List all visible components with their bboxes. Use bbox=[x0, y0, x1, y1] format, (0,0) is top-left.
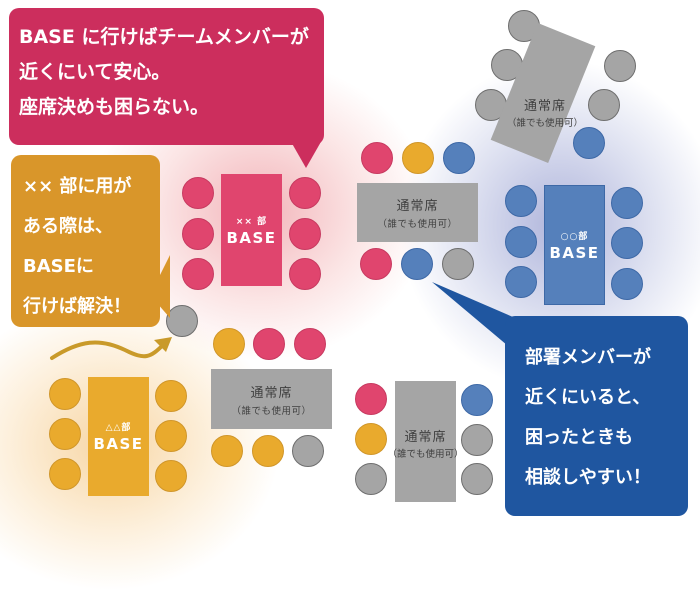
seat bbox=[292, 435, 324, 467]
seat bbox=[461, 424, 493, 456]
callout-line: 座席決めも困らない。 bbox=[19, 96, 210, 118]
common-title: 通常席 bbox=[404, 430, 447, 445]
seat bbox=[182, 177, 214, 209]
dept-label: ×× 部 bbox=[235, 216, 268, 227]
blue-callout: 部署メンバーが 近くにいると、 困ったときも 相談しやすい！ bbox=[505, 316, 688, 516]
gold-callout: ×× 部に用が ある際は、 BASEに 行けば解決！ bbox=[11, 155, 160, 327]
common-subtitle: （誰でも使用可） bbox=[387, 449, 464, 460]
seat bbox=[155, 420, 187, 452]
base-label: BASE bbox=[226, 228, 277, 247]
callout-line: 部署メンバーが bbox=[525, 347, 651, 368]
seat bbox=[505, 185, 537, 217]
seat bbox=[611, 227, 643, 259]
seat bbox=[402, 142, 434, 174]
seat bbox=[182, 218, 214, 250]
base-label: BASE bbox=[93, 435, 144, 453]
seat bbox=[491, 49, 523, 81]
arrow-head-icon bbox=[154, 337, 172, 352]
common-subtitle: （誰でも使用可） bbox=[506, 118, 583, 129]
callout-line: BASEに bbox=[23, 256, 94, 277]
seat bbox=[361, 142, 393, 174]
seat bbox=[49, 378, 81, 410]
seat bbox=[213, 328, 245, 360]
common-table-bottom-left: 通常席 （誰でも使用可） bbox=[211, 369, 332, 429]
callout-line: 行けば解決！ bbox=[23, 296, 131, 317]
dept-label: ○○部 bbox=[560, 231, 589, 242]
callout-line: ×× 部に用が bbox=[23, 176, 132, 197]
gold-base-table: △△部 BASE bbox=[88, 377, 149, 496]
callout-line: 相談しやすい！ bbox=[525, 467, 651, 488]
seat bbox=[155, 460, 187, 492]
seat bbox=[461, 463, 493, 495]
seat bbox=[155, 380, 187, 412]
seat bbox=[49, 418, 81, 450]
common-table-center: 通常席 （誰でも使用可） bbox=[357, 183, 478, 242]
common-title: 通常席 bbox=[523, 99, 566, 114]
seat bbox=[289, 258, 321, 290]
seat bbox=[294, 328, 326, 360]
common-table-rotated-label: 通常席 （誰でも使用可） bbox=[505, 95, 585, 129]
seat bbox=[401, 248, 433, 280]
seat bbox=[604, 50, 636, 82]
seat bbox=[355, 463, 387, 495]
dept-label: △△部 bbox=[105, 423, 132, 433]
blue-base-table: ○○部 BASE bbox=[544, 185, 605, 305]
common-subtitle: （誰でも使用可） bbox=[231, 405, 312, 417]
seat bbox=[253, 328, 285, 360]
seat bbox=[443, 142, 475, 174]
callout-line: 近くにいて安心。 bbox=[19, 61, 171, 83]
seat bbox=[611, 268, 643, 300]
common-table-bottom-center bbox=[395, 381, 456, 502]
seat bbox=[505, 266, 537, 298]
seat bbox=[442, 248, 474, 280]
seat bbox=[252, 435, 284, 467]
seat bbox=[355, 383, 387, 415]
base-label: BASE bbox=[549, 243, 600, 262]
callout-line: BASE に行けばチームメンバーが bbox=[19, 26, 309, 48]
pink-callout: BASE に行けばチームメンバーが 近くにいて安心。 座席決めも困らない。 bbox=[9, 8, 324, 145]
seat bbox=[505, 226, 537, 258]
seat bbox=[211, 435, 243, 467]
seat bbox=[355, 423, 387, 455]
seat bbox=[360, 248, 392, 280]
callout-line: ある際は、 bbox=[23, 216, 113, 237]
seat bbox=[611, 187, 643, 219]
seat bbox=[588, 89, 620, 121]
seat bbox=[289, 218, 321, 250]
common-title: 通常席 bbox=[250, 385, 293, 401]
common-title: 通常席 bbox=[396, 199, 439, 214]
curved-arrow bbox=[50, 340, 166, 360]
seat bbox=[289, 177, 321, 209]
seat bbox=[461, 384, 493, 416]
callout-line: 近くにいると、 bbox=[525, 387, 651, 408]
seat bbox=[49, 458, 81, 490]
seat bbox=[573, 127, 605, 159]
callout-line: 困ったときも bbox=[525, 427, 633, 448]
common-table-bottom-center-label: 通常席 （誰でも使用可） bbox=[385, 426, 466, 460]
common-subtitle: （誰でも使用可） bbox=[377, 219, 458, 230]
seat bbox=[166, 305, 198, 337]
seat bbox=[182, 258, 214, 290]
pink-base-table: ×× 部 BASE bbox=[221, 174, 282, 286]
